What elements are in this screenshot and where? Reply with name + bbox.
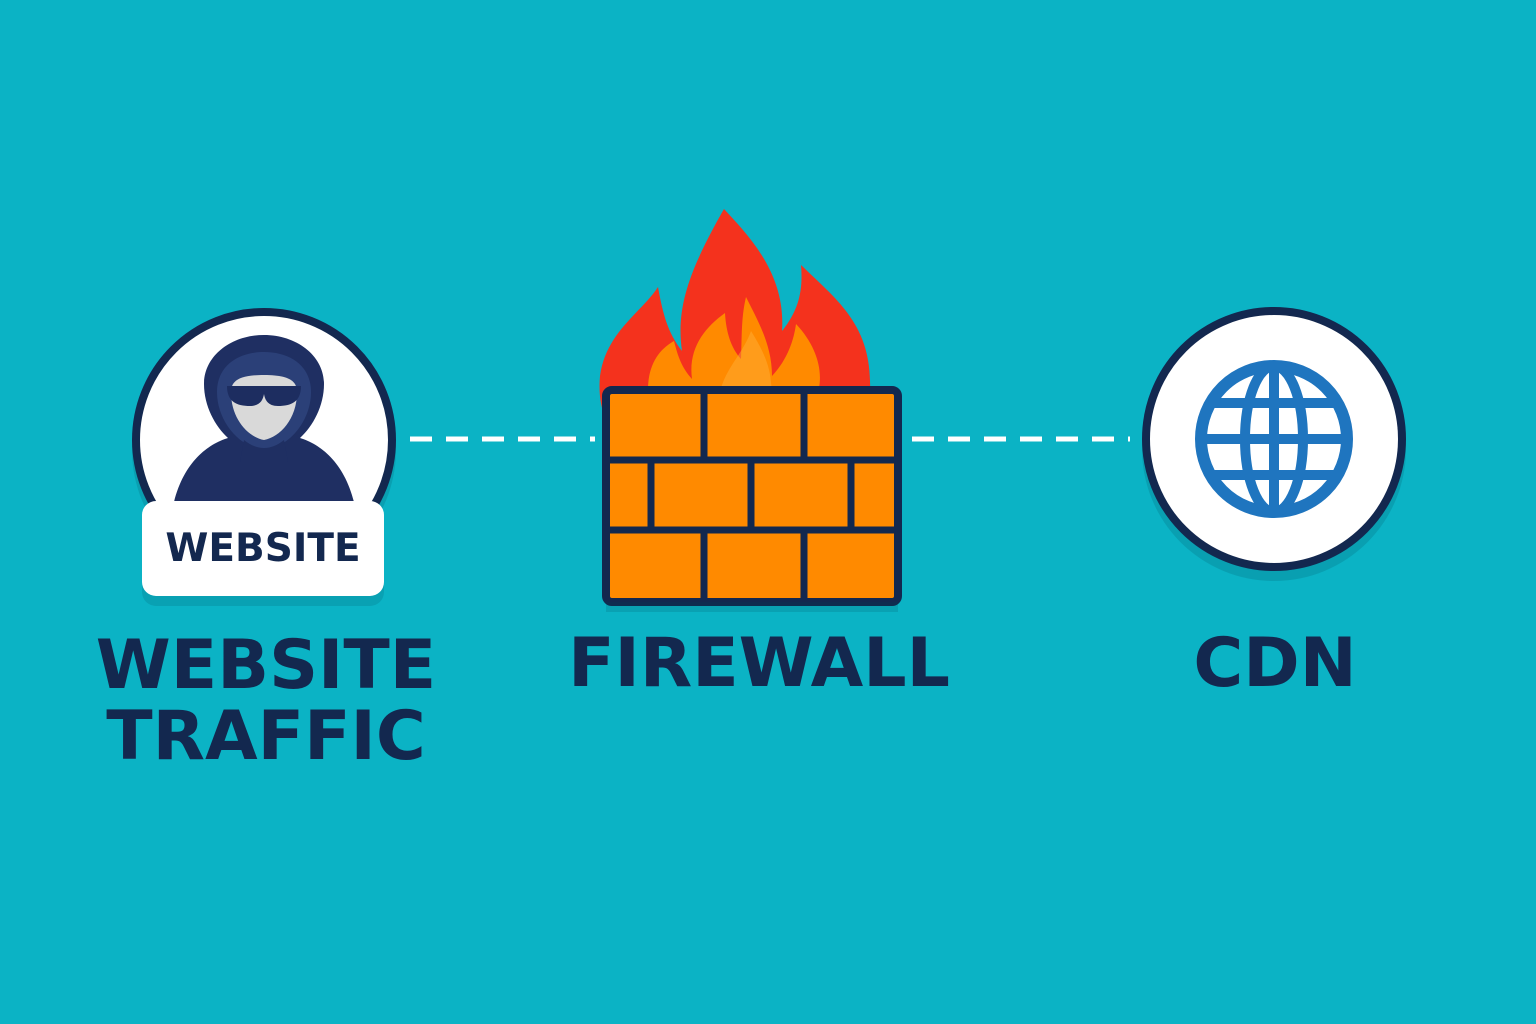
- cdn-label: CDN: [1193, 624, 1357, 703]
- website-traffic-label-line2: TRAFFIC: [106, 697, 426, 777]
- globe-icon: [1195, 360, 1353, 518]
- brick-wall-with-flames-icon: [599, 209, 902, 612]
- website-badge: WEBSITE: [142, 501, 384, 596]
- hooded-hacker-icon: [174, 335, 354, 502]
- website-traffic-label: WEBSITE TRAFFIC: [86, 630, 446, 773]
- firewall-label: FIREWALL: [568, 624, 950, 703]
- website-traffic-label-line1: WEBSITE: [95, 626, 437, 705]
